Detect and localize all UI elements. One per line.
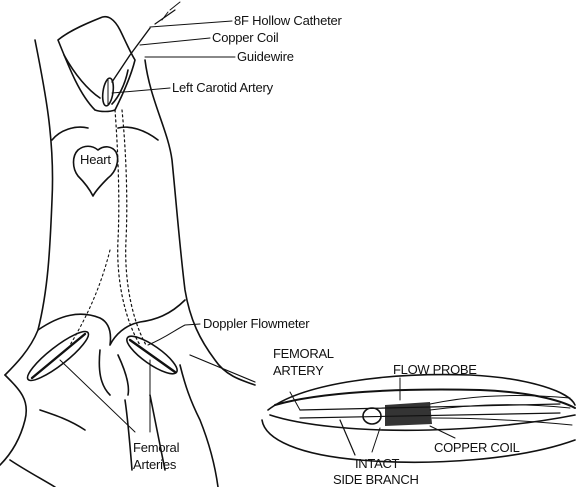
label-guidewire: Guidewire (237, 50, 294, 64)
inset-label-side-branch-1: INTACT (355, 457, 399, 471)
inset-label-side-branch-2: SIDE BRANCH (333, 473, 419, 487)
label-doppler: Doppler Flowmeter (203, 317, 309, 331)
label-catheter: 8F Hollow Catheter (234, 14, 342, 28)
inset-label-femoral-2: ARTERY (273, 364, 323, 378)
guidewire-path (115, 110, 140, 345)
label-heart: Heart (80, 153, 111, 167)
inset-femoral-closeup (262, 375, 575, 463)
label-copper-coil: Copper Coil (212, 31, 278, 45)
animal-body-outline-right (145, 60, 255, 385)
label-femoral-arteries-2: Arteries (133, 458, 176, 472)
right-leg (180, 365, 218, 487)
inset-label-femoral-1: FEMORAL (273, 347, 334, 361)
label-femoral-arteries-1: Femoral (133, 441, 179, 455)
label-carotid: Left Carotid Artery (172, 81, 273, 95)
inset-label-copper-coil: COPPER COIL (434, 441, 520, 455)
left-leg (0, 375, 26, 465)
inset-label-flow-probe: FLOW PROBE (393, 363, 477, 377)
